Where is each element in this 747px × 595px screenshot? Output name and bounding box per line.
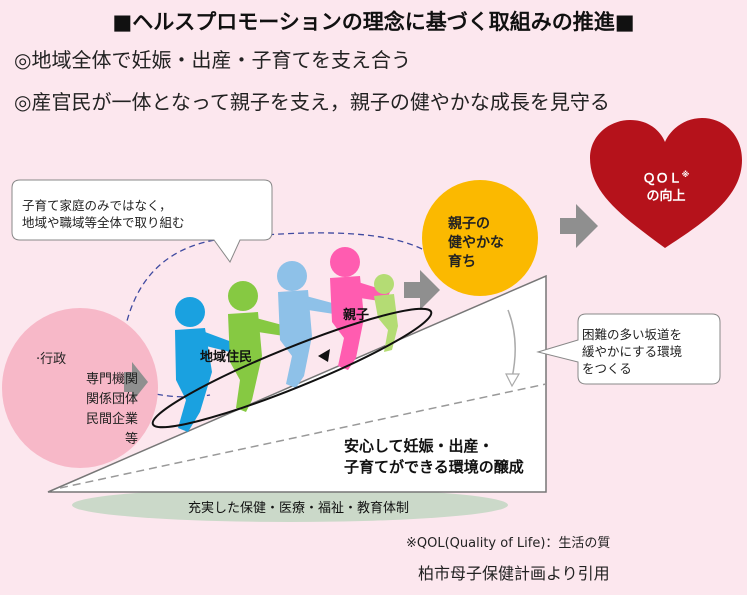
base-systems-label: 充実した保健・医療・福祉・教育体制: [188, 501, 410, 516]
callout-right-text: 困難の多い坂道を 緩やかにする環境 をつくる: [582, 327, 683, 376]
principle-2: ◎産官民が一体となって親子を支え，親子の健やかな成長を見守る: [14, 90, 610, 114]
qol-footnote: ※QOL(Quality of Life)：生活の質: [406, 536, 611, 551]
ease-arrow: [507, 309, 516, 379]
community-label: 地域住民: [200, 350, 253, 365]
parent-child-label: 親子: [343, 308, 370, 323]
person-green: [228, 281, 286, 412]
ease-arrow-head: [505, 373, 521, 388]
loop-arrow-head: [318, 349, 330, 362]
callout-top: [11, 179, 273, 263]
person-lightblue: [277, 261, 336, 388]
base-ellipse: [72, 488, 508, 522]
callout-top-text: 子育て家庭のみではなく， 地域や職域等全体で取り組む: [22, 198, 185, 230]
arrow-qol: [560, 204, 598, 248]
principle-1: ◎地域全体で妊娠・出産・子育てを支え合う: [14, 48, 412, 72]
growth-circle: [422, 180, 538, 296]
supporters-list: ·行政 専門機関 関係団体 民間企業 等: [36, 352, 138, 447]
environment-text: 安心して妊娠・出産・ 子育てができる環境の醸成: [344, 437, 524, 476]
parent-child-loop: [151, 307, 433, 429]
page-title: ■ヘルスプロモーションの理念に基づく取組みの推進■: [112, 10, 635, 34]
person-lightgreen: [374, 274, 398, 352]
person-blue: [175, 297, 232, 432]
source-citation: 柏市母子保健計画より引用: [418, 564, 610, 583]
callout-right: [536, 313, 721, 385]
arrow-supporters: [124, 362, 148, 402]
slope-dashed-line: [59, 383, 547, 489]
supporters-circle: [2, 308, 158, 468]
qol-heart: [590, 118, 742, 248]
arrow-growth: [404, 270, 440, 310]
qol-text: ＱＯＬ※ の向上: [642, 170, 690, 205]
growth-text: 親子の 健やかな 育ち: [448, 216, 504, 270]
